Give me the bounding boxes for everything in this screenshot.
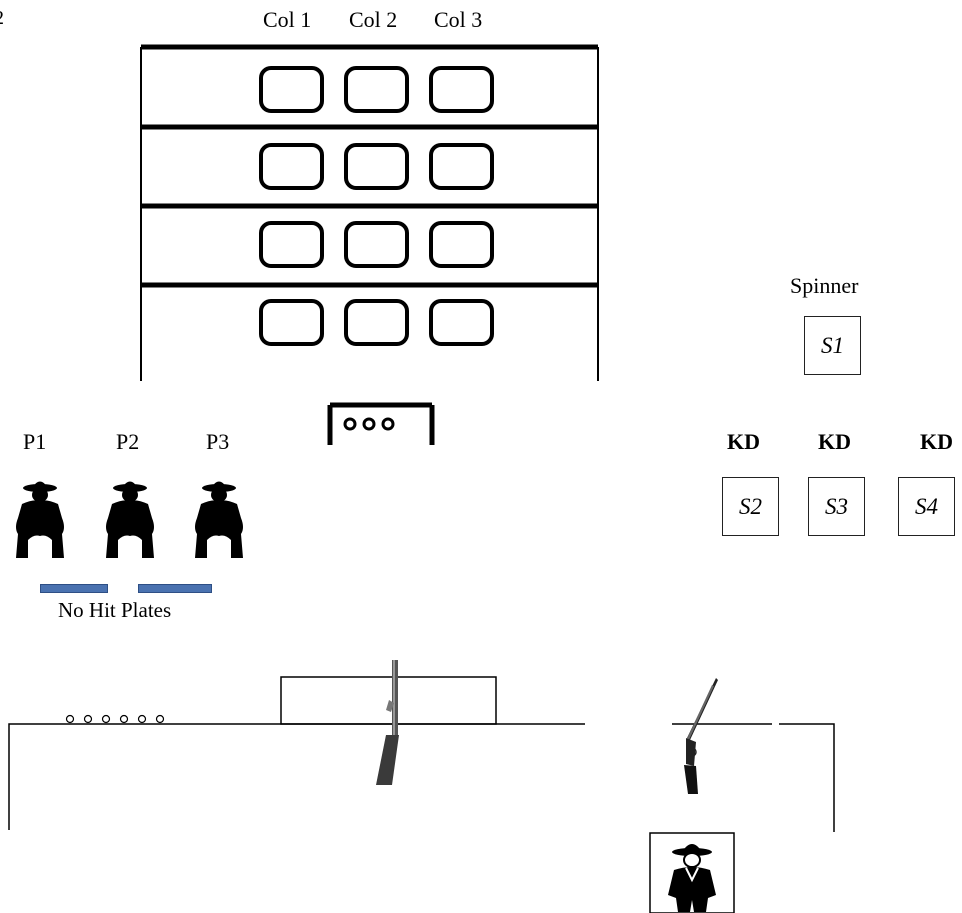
corner-mark: 2 [0, 6, 4, 30]
knockdown-target-s2: S2 [722, 477, 779, 536]
column-header-3: Col 3 [434, 7, 483, 32]
ammo-box [327, 402, 435, 445]
rack-target-r1-c2 [344, 66, 409, 113]
column-header-1: Col 1 [263, 7, 312, 32]
column-header-2: Col 2 [349, 7, 398, 32]
rack-target-r1-c1 [259, 66, 324, 113]
cowboy-silhouette-icon [195, 481, 243, 558]
spinner-id: S1 [821, 332, 844, 358]
shotgun-rack [140, 44, 599, 381]
barricade [8, 723, 835, 832]
pistol-target-label-2: P2 [116, 429, 140, 454]
kd-label-3: KD [920, 429, 953, 454]
cowboy-shooter-icon [649, 832, 735, 913]
rack-target-r1-c3 [429, 66, 494, 113]
cowboy-silhouette-icon [106, 481, 154, 558]
spinner-target: S1 [804, 316, 861, 375]
pistol-target-label-1: P1 [23, 429, 47, 454]
rack-targets [259, 66, 494, 346]
rifle-icon [376, 660, 399, 785]
rack-target-r3-c1 [259, 221, 324, 268]
rack-target-r2-c2 [344, 143, 409, 190]
kd-label-2: KD [818, 429, 851, 454]
knockdown-id: S3 [825, 493, 848, 519]
rack-target-r2-c3 [429, 143, 494, 190]
knockdown-id: S2 [739, 493, 762, 519]
rack-target-r3-c3 [429, 221, 494, 268]
ammo-rounds [65, 714, 165, 724]
knockdown-target-s3: S3 [808, 477, 865, 536]
shooting-table [280, 676, 497, 725]
knockdown-target-s4: S4 [898, 477, 955, 536]
knockdown-id: S4 [915, 493, 938, 519]
cowboy-silhouette-icon [16, 481, 64, 558]
rack-target-r4-c2 [344, 299, 409, 346]
rack-target-r3-c2 [344, 221, 409, 268]
rack-target-r4-c3 [429, 299, 494, 346]
no-hit-plate [138, 584, 212, 593]
pistol-target-label-3: P3 [206, 429, 230, 454]
kd-label-1: KD [727, 429, 760, 454]
shotgun-icon [684, 678, 718, 794]
no-hit-plate [40, 584, 108, 593]
rack-target-r2-c1 [259, 143, 324, 190]
rack-target-r4-c1 [259, 299, 324, 346]
spinner-label: Spinner [790, 273, 859, 298]
no-hit-plates-label: No Hit Plates [58, 598, 172, 622]
